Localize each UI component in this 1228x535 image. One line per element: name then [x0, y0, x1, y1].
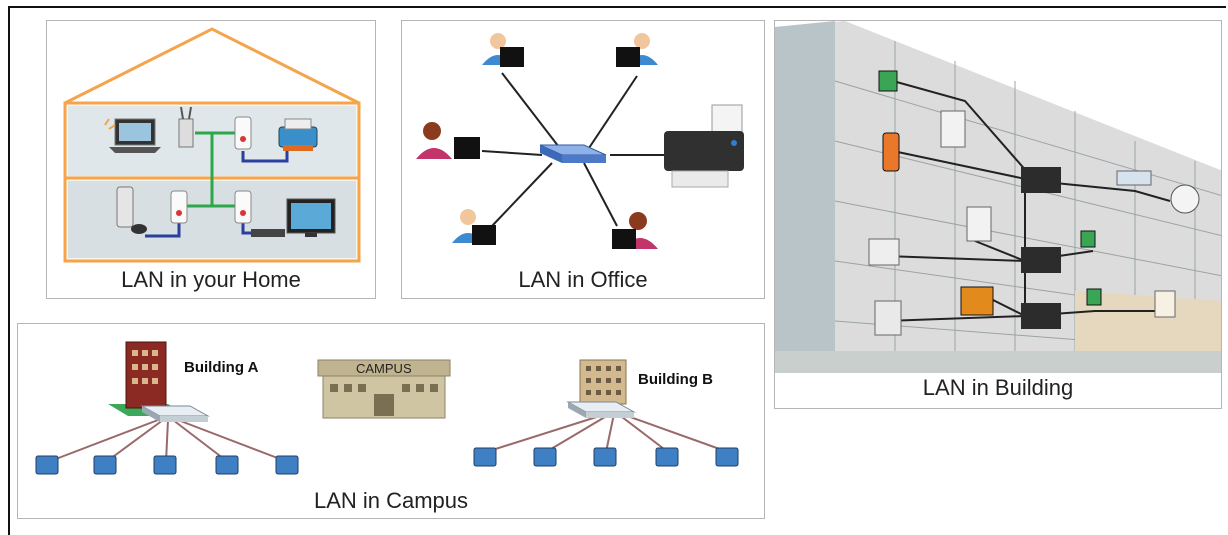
user-workstation-icon — [612, 212, 658, 249]
user-workstation-icon — [452, 209, 496, 245]
printer-icon — [278, 118, 318, 151]
building-lan-panel: LAN in Building — [774, 20, 1222, 409]
game-console-icon — [116, 186, 147, 234]
campus-label: CAMPUS — [356, 361, 412, 376]
office-lan-illustration — [416, 33, 744, 249]
building-a-icon — [108, 341, 188, 416]
laptop-icon — [104, 118, 161, 153]
campus-lan-illustration: Building A CAMPUS Building B — [35, 341, 739, 475]
printer-icon — [664, 104, 744, 188]
powerline-adapter-icon — [170, 116, 252, 224]
home-lan-panel: LAN in your Home — [46, 20, 376, 299]
building-b-icon — [579, 359, 627, 405]
sensor-device-icon — [868, 70, 1200, 336]
building-b-label: Building B — [638, 371, 713, 388]
house-roof — [64, 27, 360, 105]
router-icon — [178, 106, 194, 148]
campus-lan-panel: Building A CAMPUS Building B — [17, 323, 765, 519]
network-switch-icon — [539, 144, 607, 163]
switch-b-icon — [566, 401, 636, 418]
user-workstation-icon — [482, 33, 524, 67]
building-a-label: Building A — [184, 359, 259, 376]
building-lan-illustration — [775, 21, 1221, 373]
building-lan-caption: LAN in Building — [922, 375, 1074, 400]
office-lan-caption: LAN in Office — [518, 267, 648, 292]
user-workstation-icon — [616, 33, 658, 67]
home-lan-illustration — [63, 27, 361, 263]
building-controller-icon — [1021, 167, 1061, 329]
campus-building-icon — [317, 359, 451, 419]
home-lan-caption: LAN in your Home — [121, 267, 301, 292]
outer-frame — [8, 6, 1226, 535]
tv-icon — [251, 198, 336, 237]
computer-icon — [35, 447, 739, 475]
campus-lan-caption: LAN in Campus — [313, 488, 469, 513]
user-workstation-icon — [416, 122, 480, 159]
switch-a-icon — [140, 405, 210, 422]
office-lan-panel: LAN in Office — [401, 20, 765, 299]
